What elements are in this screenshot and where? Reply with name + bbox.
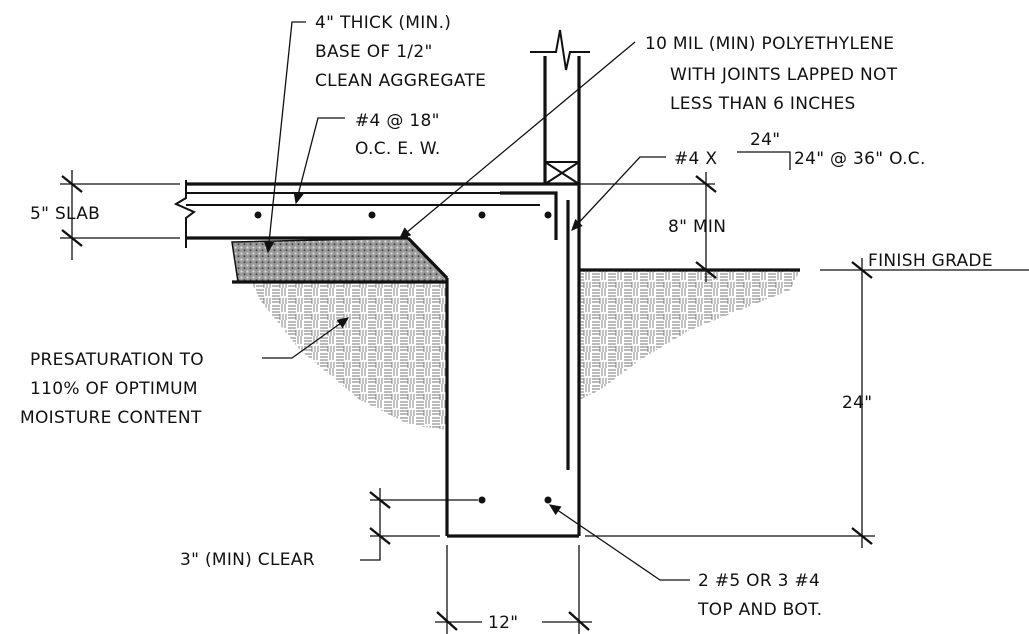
rebar-dot (254, 211, 262, 219)
rebar-dot (544, 211, 552, 219)
dowel-label-suffix: 24" @ 36" O.C. (794, 149, 926, 169)
dim-tick (695, 175, 717, 193)
dim-tick (568, 611, 590, 631)
base-label-line2: BASE OF 1/2" (315, 42, 433, 62)
rebar-dot (368, 211, 376, 219)
wall-break-mark (530, 29, 590, 71)
bottom-bar-dot (478, 496, 486, 504)
dowel-bar (500, 191, 558, 240)
rebar-dot (478, 211, 486, 219)
dim-tick (369, 527, 391, 545)
finish-grade-label: FINISH GRADE (868, 251, 993, 271)
depth-24-label: 24" (842, 393, 872, 413)
base-label-line3: CLEAN AGGREGATE (315, 71, 486, 91)
poly-label-line2: WITH JOINTS LAPPED NOT (670, 65, 898, 85)
soil-hatch-right (579, 270, 800, 400)
leader-base (263, 21, 306, 254)
presat-label-line3: MOISTURE CONTENT (20, 408, 202, 428)
leader-bars (548, 504, 690, 581)
dim-tick (851, 261, 873, 279)
slab-rebar-label-line1: #4 @ 18" (355, 111, 440, 131)
bars-label-line1: 2 #5 OR 3 #4 (698, 571, 820, 591)
min-8-label: 8" MIN (668, 217, 726, 237)
bars-label-line2: TOP AND BOT. (697, 600, 822, 620)
presat-label-line2: 110% OF OPTIMUM (30, 379, 198, 399)
slab-dim-label: 5" SLAB (30, 204, 100, 224)
dowel-label-prefix: #4 X (674, 149, 717, 169)
leader-poly (399, 41, 636, 239)
leader-slab-rebar (293, 117, 345, 205)
dowel-bracket-icon (737, 151, 791, 170)
sill-plate-icon (544, 161, 580, 185)
presat-label-line1: PRESATURATION TO (30, 350, 204, 370)
soil-hatch-left (232, 240, 447, 430)
poly-label-line1: 10 MIL (MIN) POLYETHYLENE (645, 34, 894, 54)
slab-break-mark (173, 180, 196, 248)
dim-tick (61, 229, 83, 247)
dim-tick (851, 527, 873, 545)
base-label-line1: 4" THICK (MIN.) (315, 13, 451, 33)
poly-label-line3: LESS THAN 6 INCHES (670, 94, 856, 114)
slab-rebar-label-line2: O.C. E. W. (355, 139, 441, 159)
leader-dowel (571, 156, 666, 231)
clear-label: 3" (MIN) CLEAR (180, 550, 315, 570)
leader-presat (262, 317, 350, 359)
dim-clear-line (360, 488, 381, 561)
slab-haunch (406, 236, 449, 280)
dim-tick (61, 175, 83, 193)
width-12-label: 12" (488, 613, 518, 633)
dim-tick (695, 261, 717, 279)
bottom-bar-dot (544, 496, 552, 504)
dim-tick (436, 611, 458, 631)
dim-tick (369, 491, 391, 509)
dowel-label-top: 24" (750, 130, 780, 150)
